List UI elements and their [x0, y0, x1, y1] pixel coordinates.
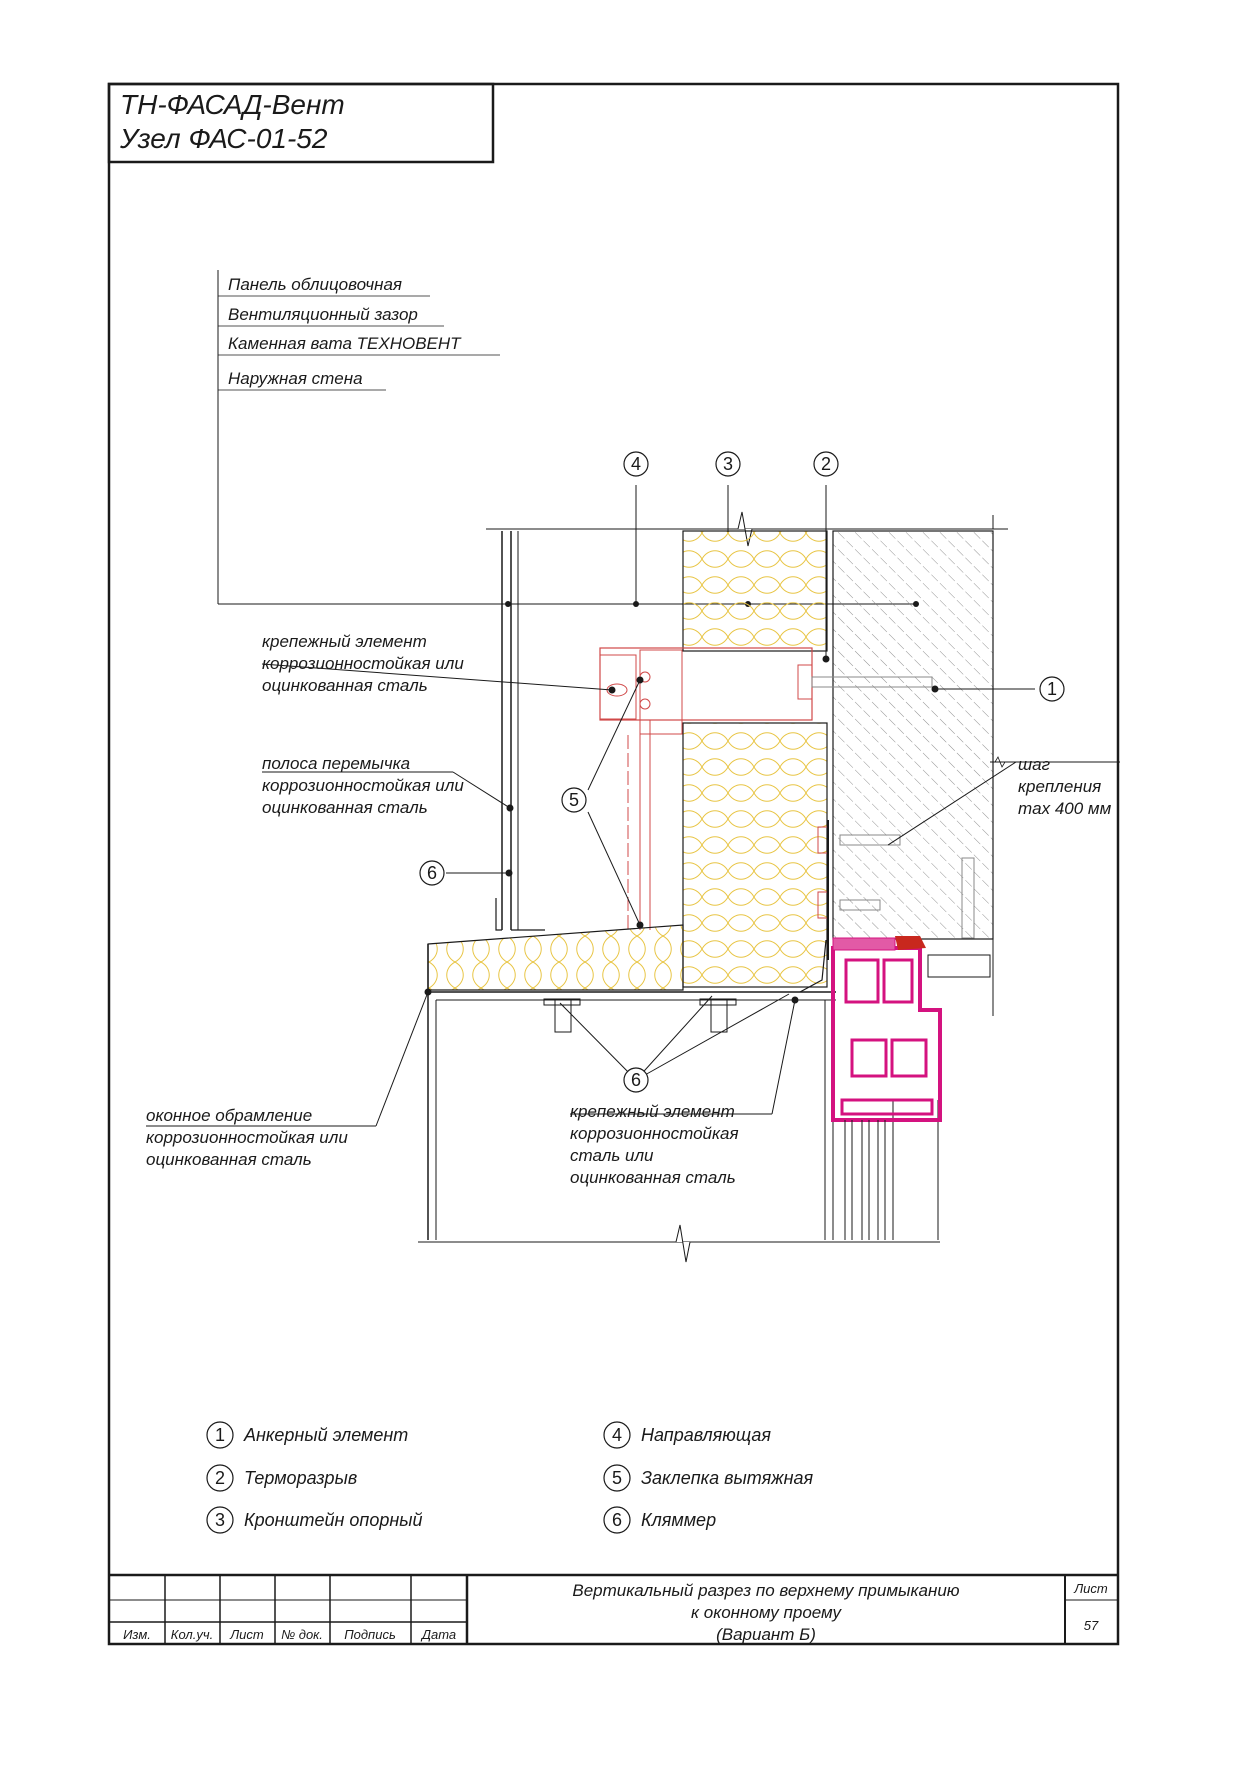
- layer-label-gap: Вентиляционный зазор: [228, 305, 418, 324]
- callout-strip: полоса перемычка коррозионностойкая или …: [262, 754, 464, 817]
- legend-item-5: 5 Заклепка вытяжная: [603, 1464, 813, 1492]
- marker-6-left: 6: [419, 860, 445, 886]
- svg-text:3: 3: [215, 1510, 225, 1530]
- svg-text:5: 5: [569, 790, 579, 810]
- legend-item-2: 2 Терморазрыв: [206, 1464, 357, 1492]
- title-block-columns: Изм. Кол.уч. Лист № док. Подпись Дата: [123, 1627, 456, 1642]
- header-block: ТН-ФАСАД-Вент Узел ФАС-01-52: [107, 82, 495, 164]
- sheet-number: 57: [1084, 1618, 1099, 1633]
- svg-text:полоса перемычка: полоса перемычка: [262, 754, 410, 773]
- title-block: [109, 1573, 1118, 1644]
- svg-text:сталь или: сталь или: [570, 1146, 654, 1165]
- marker-2: 2: [813, 451, 839, 477]
- svg-text:коррозионностойкая или: коррозионностойкая или: [262, 654, 464, 673]
- layer-label-wall: Наружная стена: [228, 369, 363, 388]
- svg-text:6: 6: [612, 1510, 622, 1530]
- layer-label-wool: Каменная вата ТЕХНОВЕНТ: [228, 334, 462, 353]
- svg-text:крепления: крепления: [1018, 777, 1101, 796]
- svg-text:4: 4: [631, 454, 641, 474]
- stamp-col-izm: Изм.: [123, 1627, 151, 1642]
- svg-text:6: 6: [631, 1070, 641, 1090]
- svg-text:(Вариант Б): (Вариант Б): [716, 1625, 816, 1644]
- svg-text:1: 1: [215, 1425, 225, 1445]
- stamp-col-podpis: Подпись: [344, 1627, 396, 1642]
- svg-text:Терморазрыв: Терморазрыв: [244, 1468, 357, 1488]
- marker-5: 5: [561, 787, 587, 813]
- marker-1: 1: [1039, 676, 1065, 702]
- marker-3: 3: [715, 451, 741, 477]
- anchor-bolts: [811, 676, 975, 960]
- svg-text:Кляммер: Кляммер: [641, 1510, 716, 1530]
- callout-fastener-bottom: крепежный элемент коррозионностойкая ста…: [570, 1102, 739, 1187]
- svg-text:2: 2: [215, 1468, 225, 1488]
- svg-text:оцинкованная сталь: оцинкованная сталь: [262, 676, 428, 695]
- window-profile: [831, 937, 942, 1122]
- sheet-label: Лист: [1073, 1581, 1108, 1596]
- stamp-col-data: Дата: [420, 1627, 456, 1642]
- legend-item-1: 1 Анкерный элемент: [206, 1421, 408, 1449]
- stamp-col-doc: № док.: [281, 1627, 323, 1642]
- svg-text:к оконному проему: к оконному проему: [691, 1603, 843, 1622]
- svg-text:Направляющая: Направляющая: [641, 1425, 771, 1445]
- stamp-col-list: Лист: [229, 1627, 264, 1642]
- svg-text:6: 6: [427, 863, 437, 883]
- stamp-col-kolich: Кол.уч.: [171, 1627, 213, 1642]
- svg-text:Заклепка вытяжная: Заклепка вытяжная: [641, 1468, 813, 1488]
- svg-text:оконное обрамление: оконное обрамление: [146, 1106, 312, 1125]
- window-framing: [427, 939, 939, 1240]
- sheet-frame: [107, 82, 1120, 1646]
- svg-text:max 400 мм: max 400 мм: [1018, 799, 1112, 818]
- layer-label-panel: Панель облицовочная: [228, 275, 402, 294]
- callout-pitch: шаг крепления max 400 мм: [1018, 755, 1112, 818]
- legend-item-6: 6 Кляммер: [603, 1506, 716, 1534]
- svg-text:4: 4: [612, 1425, 622, 1445]
- layer-labels: Панель облицовочная Вентиляционный зазор…: [217, 270, 919, 607]
- callout-fastener-top: крепежный элемент коррозионностойкая или…: [262, 632, 464, 695]
- svg-text:1: 1: [1047, 679, 1057, 699]
- seal: [895, 936, 926, 950]
- header-line2: Узел ФАС-01-52: [119, 123, 328, 154]
- svg-text:коррозионностойкая или: коррозионностойкая или: [146, 1128, 348, 1147]
- svg-text:5: 5: [612, 1468, 622, 1488]
- facing-panel: [495, 531, 545, 931]
- svg-text:крепежный элемент: крепежный элемент: [570, 1102, 735, 1121]
- legend-item-3: 3 Кронштейн опорный: [206, 1506, 423, 1534]
- window-glazing: [844, 954, 991, 1240]
- svg-text:Вертикальный разрез по верхнем: Вертикальный разрез по верхнему примыкан…: [572, 1581, 959, 1600]
- legend-item-4: 4 Направляющая: [603, 1421, 771, 1449]
- svg-text:Кронштейн опорный: Кронштейн опорный: [244, 1510, 423, 1530]
- marker-4: 4: [623, 451, 649, 477]
- insulation-horizontal: [427, 924, 684, 991]
- svg-text:коррозионностойкая: коррозионностойкая: [570, 1124, 739, 1143]
- svg-text:оцинкованная сталь: оцинкованная сталь: [146, 1150, 312, 1169]
- svg-text:коррозионностойкая или: коррозионностойкая или: [262, 776, 464, 795]
- svg-text:2: 2: [821, 454, 831, 474]
- bottom-break-line: [418, 1224, 940, 1263]
- legend: 1 Анкерный элемент 2 Терморазрыв 3 Кронш…: [206, 1421, 813, 1534]
- svg-text:Анкерный элемент: Анкерный элемент: [243, 1425, 408, 1445]
- svg-text:оцинкованная сталь: оцинкованная сталь: [570, 1168, 736, 1187]
- concrete-wall: [832, 530, 994, 1016]
- svg-text:оцинкованная сталь: оцинкованная сталь: [262, 798, 428, 817]
- svg-text:крепежный элемент: крепежный элемент: [262, 632, 427, 651]
- header-line1: ТН-ФАСАД-Вент: [120, 89, 345, 120]
- callout-window-frame: оконное обрамление коррозионностойкая ил…: [146, 1106, 348, 1169]
- svg-text:шаг: шаг: [1018, 755, 1050, 774]
- insulation-vertical: [682, 530, 828, 988]
- leader-lines: [146, 485, 1120, 1127]
- svg-text:3: 3: [723, 454, 733, 474]
- marker-6-bottom: 6: [623, 1067, 649, 1093]
- title-block-description: Вертикальный разрез по верхнему примыкан…: [572, 1581, 959, 1644]
